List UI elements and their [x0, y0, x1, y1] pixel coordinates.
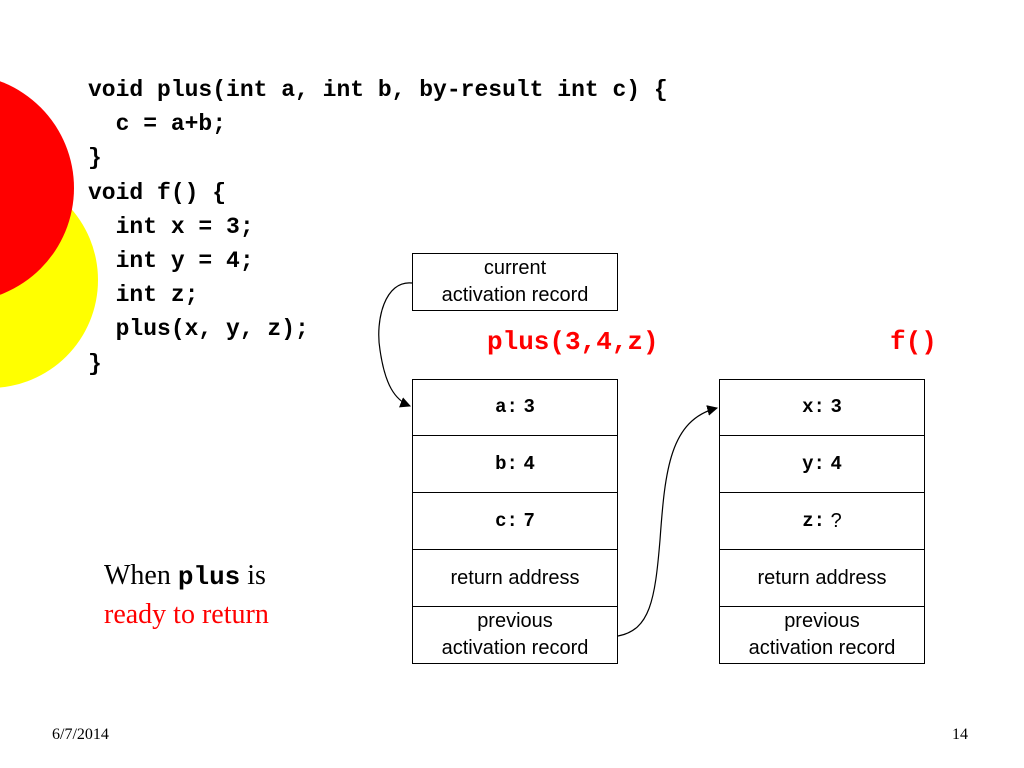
- previous-line2: activation record: [441, 637, 589, 659]
- f-cell-x: x: 3: [719, 379, 925, 436]
- code-block: void plus(int a, int b, by-result int c)…: [88, 73, 668, 381]
- caption-word1: When: [104, 560, 171, 591]
- cell-name: b:: [495, 452, 518, 475]
- plus-cell-c: c: 7: [412, 492, 618, 550]
- cell-value: 4: [523, 452, 535, 475]
- f-frame-label: f(): [890, 327, 937, 357]
- previous-line1: previous: [784, 610, 860, 632]
- cell-name: y:: [802, 452, 825, 475]
- cell-name: z:: [802, 509, 826, 532]
- code-line: int x = 3;: [88, 213, 254, 240]
- code-line: }: [88, 350, 102, 377]
- page-number: 14: [952, 726, 968, 743]
- f-return-address: return address: [719, 549, 925, 607]
- plus-cell-a: a: 3: [412, 379, 618, 436]
- caption-line1: When plus is: [104, 557, 269, 596]
- code-line: int z;: [88, 282, 199, 309]
- caption-keyword: plus: [177, 562, 241, 592]
- red-circle: [0, 81, 74, 295]
- caption: When plus is ready to return: [104, 557, 269, 634]
- plus-previous-record: previous activation record: [412, 606, 618, 664]
- cell-name: c:: [495, 509, 518, 532]
- cell-value: 7: [523, 509, 535, 532]
- cell-value: 3: [523, 396, 535, 418]
- cell-name: a:: [495, 396, 518, 418]
- current-activation-record-box: current activation record: [412, 253, 618, 311]
- plus-frame-label: plus(3,4,z): [487, 327, 659, 357]
- previous-line2: activation record: [748, 637, 896, 659]
- code-line: void plus(int a, int b, by-result int c)…: [88, 77, 668, 103]
- code-line: int y = 4;: [88, 247, 254, 274]
- code-line: }: [88, 145, 102, 172]
- plus-cell-b: b: 4: [412, 435, 618, 493]
- code-line: plus(x, y, z);: [88, 316, 309, 343]
- cell-value: 4: [830, 452, 842, 475]
- f-cell-z: z: ?: [719, 492, 925, 550]
- previous-line1: previous: [477, 610, 553, 632]
- code-line: void f() {: [88, 179, 227, 206]
- footer-date: 6/7/2014: [52, 726, 109, 743]
- current-record-line1: current: [483, 257, 547, 279]
- cell-name: x:: [802, 396, 825, 418]
- current-record-line2: activation record: [441, 284, 589, 306]
- plus-return-address: return address: [412, 549, 618, 607]
- cell-value: 3: [830, 396, 842, 418]
- f-previous-record: previous activation record: [719, 606, 925, 664]
- code-line: c = a+b;: [88, 111, 227, 138]
- caption-line2: ready to return: [104, 599, 269, 630]
- cell-value: ?: [830, 509, 842, 532]
- caption-word2: is: [247, 560, 266, 591]
- f-cell-y: y: 4: [719, 435, 925, 493]
